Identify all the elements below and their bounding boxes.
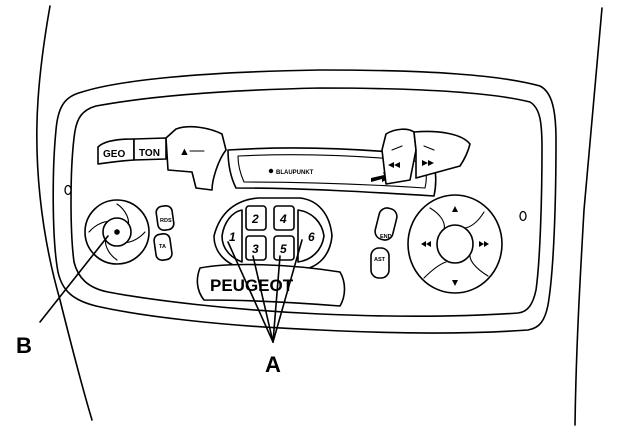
preset-5-button[interactable] — [273, 235, 295, 261]
eject-icon: ▲ — [179, 146, 190, 158]
preset-3-button[interactable] — [245, 235, 267, 261]
ast-button-label: AST — [374, 257, 386, 263]
ta-button-label: TA — [159, 244, 166, 250]
callout-b: B — [16, 333, 32, 358]
console-left-edge — [36, 5, 93, 421]
peugeot-logo: PEUGEOT — [210, 276, 294, 295]
callout-a-line-4 — [272, 239, 303, 343]
callout-a-line-2 — [252, 255, 274, 343]
preset-4-button[interactable] — [273, 205, 295, 231]
preset-1-button[interactable] — [221, 209, 243, 263]
peugeot-plate — [196, 263, 346, 307]
rewind-button[interactable] — [381, 128, 417, 185]
ton-button-label: TON — [139, 148, 160, 159]
rewind-icon — [388, 162, 400, 168]
preset-3-label: 3 — [252, 242, 259, 256]
geo-button-label: GEO — [103, 149, 125, 160]
preset-6-button[interactable] — [297, 209, 325, 263]
rds-button-label: RDS — [160, 218, 172, 224]
callout-b-line — [39, 235, 109, 323]
display-brand: BLAUPUNKT — [276, 170, 314, 176]
preset-5-label: 5 — [280, 242, 287, 256]
seek-back-icon — [421, 241, 431, 247]
fast-forward-mark — [423, 145, 435, 151]
volume-knob-petals — [88, 203, 146, 261]
end-button[interactable] — [373, 206, 398, 241]
nav-pad-center[interactable] — [436, 224, 474, 264]
callout-a-line-3 — [272, 255, 281, 343]
fast-forward-button[interactable] — [413, 130, 471, 179]
volume-knob-center — [114, 229, 120, 235]
callout-a-line-1 — [227, 241, 274, 343]
nav-pad-petals — [423, 207, 489, 279]
display-window — [237, 154, 427, 189]
preset-1-label: 1 — [229, 230, 236, 244]
preset-2-label: 2 — [251, 212, 259, 226]
fast-forward-icon — [422, 160, 434, 166]
preset-2-button[interactable] — [245, 205, 267, 231]
preset-6-label: 6 — [308, 230, 315, 244]
ton-button[interactable] — [133, 137, 167, 161]
right-screw — [519, 210, 527, 222]
eject-button[interactable] — [165, 126, 227, 191]
seek-forward-icon — [479, 241, 489, 247]
console-right-edge — [574, 7, 603, 426]
ast-button[interactable] — [370, 247, 390, 279]
up-arrow-icon — [452, 206, 458, 212]
left-screw — [64, 184, 72, 196]
down-arrow-icon — [452, 280, 458, 286]
ta-button[interactable] — [153, 232, 173, 262]
preset-4-label: 4 — [279, 212, 287, 226]
brand-dot — [268, 168, 274, 174]
end-button-label: END — [380, 234, 392, 240]
callout-a: A — [265, 352, 281, 377]
rds-button[interactable] — [155, 204, 175, 232]
rewind-mark — [391, 145, 403, 151]
